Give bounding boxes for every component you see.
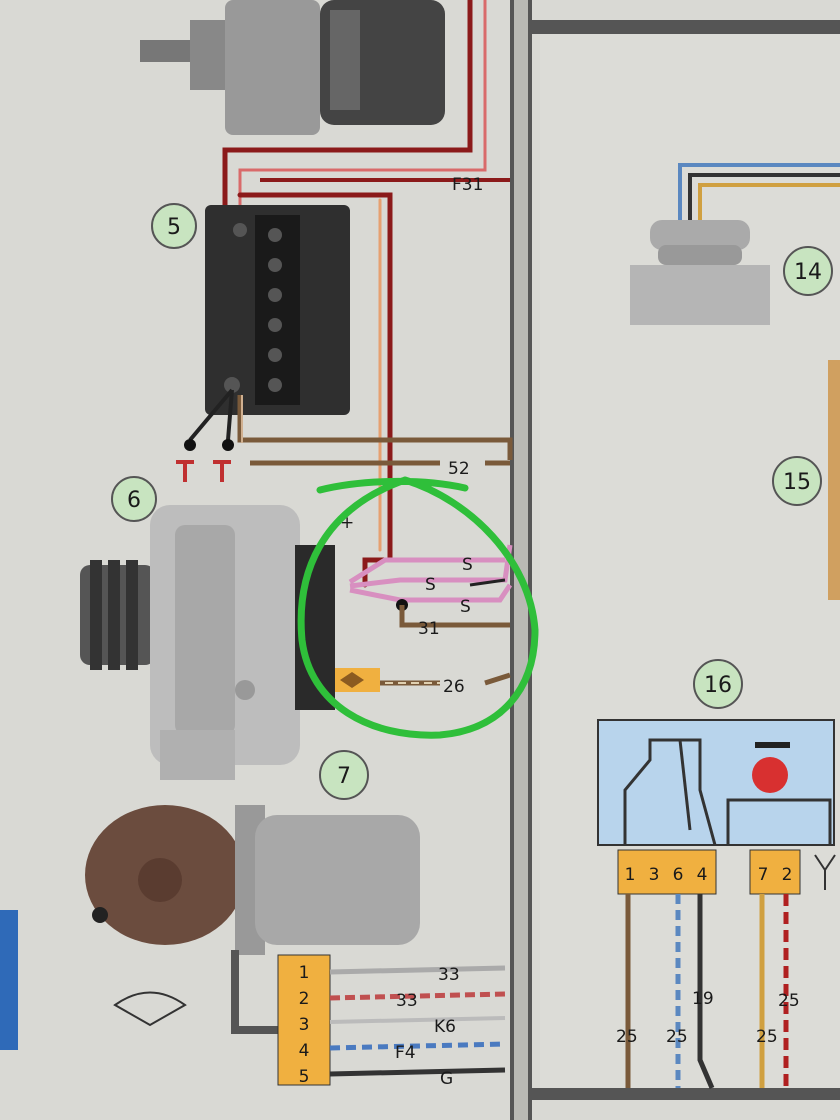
wire-label-31: 31 [418, 619, 440, 639]
connector-16-pin-6: 6 [673, 865, 684, 885]
connector-16-pin-4: 4 [697, 865, 708, 885]
component-14-number: 14 [794, 260, 822, 285]
wire-label-s-2: S [425, 575, 436, 595]
component-16-badge [693, 659, 743, 709]
component-15-number: 15 [783, 470, 811, 495]
wire-label-33-a: 33 [438, 965, 460, 985]
component-6-alternator [80, 505, 335, 780]
wire-label-f31: F31 [452, 175, 483, 195]
connector-16-wires [625, 894, 789, 1089]
green-highlight-marker [297, 476, 539, 739]
wire-label-g: G [440, 1069, 453, 1089]
frame-bar-top [532, 20, 840, 34]
s-wires [348, 544, 513, 603]
component-16-switch [597, 719, 835, 846]
connector-7 [277, 954, 331, 1086]
component-5-number: 5 [167, 215, 181, 240]
wire-label-25-b: 25 [666, 1027, 688, 1047]
component-6-number: 6 [127, 488, 141, 513]
connector-16-pin-3: 3 [649, 865, 660, 885]
component-5-badge [151, 203, 197, 249]
frame-bar-bottom [528, 1088, 840, 1100]
wire-label-25-c: 25 [756, 1027, 778, 1047]
connector-16-pin-7: 7 [758, 865, 769, 885]
connector-16-pin-1: 1 [625, 865, 636, 885]
wire-label-25-d: 25 [778, 991, 800, 1011]
connector-7-pin-1: 1 [299, 963, 310, 983]
component-7-wiper-motor [85, 805, 420, 1027]
connector-7-pin-2: 2 [299, 989, 310, 1009]
ground-symbol [814, 854, 836, 890]
connector-16-pin-2: 2 [782, 865, 793, 885]
component-14-badge [783, 246, 833, 296]
side-tab [0, 910, 18, 1050]
component-15-edge [828, 360, 840, 600]
component-7-number: 7 [337, 764, 351, 789]
wire-label-26: 26 [443, 677, 465, 697]
component-5-ignition-module [176, 205, 350, 482]
connector-16-right [749, 849, 801, 895]
connector-7-pin-3: 3 [299, 1015, 310, 1035]
connector-7-pin-5: 5 [299, 1067, 310, 1087]
component-16-number: 16 [704, 673, 732, 698]
component-6-badge [111, 476, 157, 522]
component-7-badge [319, 750, 369, 800]
wire-label-f4: F4 [395, 1043, 416, 1063]
connector-7-pin-4: 4 [299, 1041, 310, 1061]
wire-label-25-a: 25 [616, 1027, 638, 1047]
starter-motor [140, 0, 445, 135]
wire-label-33-b: 33 [396, 991, 418, 1011]
wire-label-52: 52 [448, 459, 470, 479]
wire-label-19: 19 [692, 989, 714, 1009]
wire-label-k6: K6 [434, 1017, 456, 1037]
connector-16-left [617, 849, 717, 895]
component-15-badge [772, 456, 822, 506]
component-14-sensor [630, 163, 840, 325]
wire-label-s-3: S [460, 597, 471, 617]
wire-label-s-1: S [462, 555, 473, 575]
connector-7-wires [329, 965, 506, 1077]
